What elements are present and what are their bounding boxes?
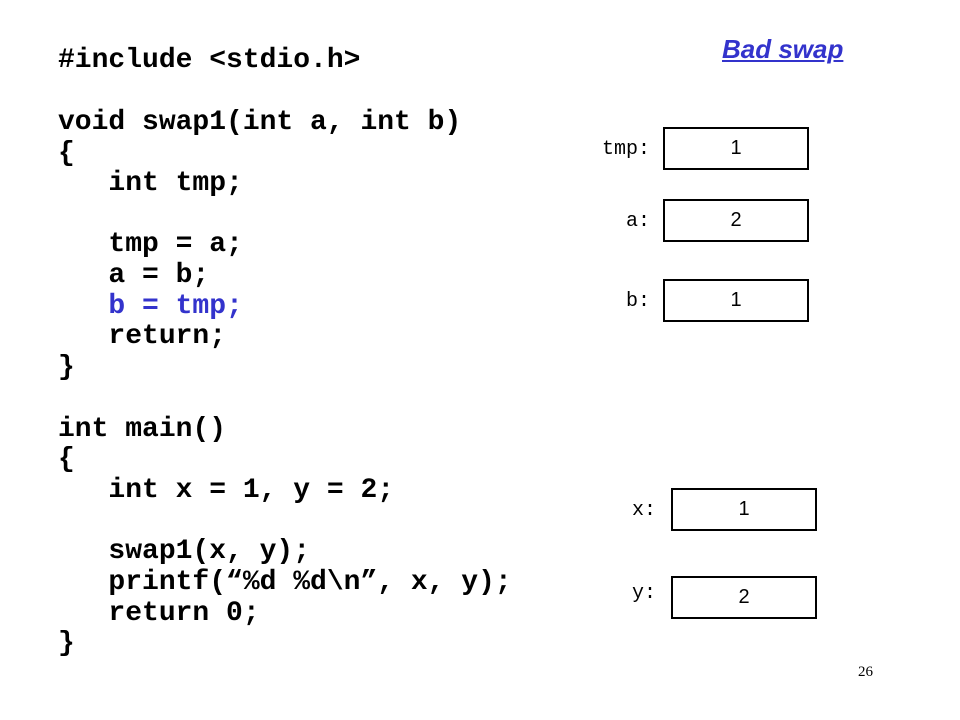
code-line: swap1(x, y); xyxy=(58,536,311,567)
page-number: 26 xyxy=(858,664,873,680)
slide-title: Bad swap xyxy=(722,34,844,64)
code-line: { xyxy=(58,444,75,475)
variable-value-box: 2 xyxy=(671,576,817,619)
variable-value-box: 1 xyxy=(663,127,809,170)
variable-label: tmp: xyxy=(601,138,650,161)
code-line: int main() xyxy=(58,414,227,445)
code-line-highlighted: b = tmp; xyxy=(58,291,243,322)
code-line: } xyxy=(58,628,75,659)
variable-label: y: xyxy=(631,582,656,605)
code-line: tmp = a; xyxy=(58,229,243,260)
code-line: void swap1(int a, int b) xyxy=(58,107,462,138)
variable-label: a: xyxy=(625,210,650,233)
code-line: #include <stdio.h> xyxy=(58,45,361,76)
variable-value-box: 1 xyxy=(663,279,809,322)
variable-label: b: xyxy=(625,290,650,313)
code-line: { xyxy=(58,138,75,169)
variable-value-box: 2 xyxy=(663,199,809,242)
variable-label: x: xyxy=(631,499,656,522)
code-line: printf(“%d %d\n”, x, y); xyxy=(58,567,512,598)
code-line: int x = 1, y = 2; xyxy=(58,475,395,506)
code-line: a = b; xyxy=(58,260,210,291)
variable-value-box: 1 xyxy=(671,488,817,531)
code-line: return 0; xyxy=(58,598,260,629)
code-line: int tmp; xyxy=(58,168,243,199)
code-line: return; xyxy=(58,321,227,352)
code-line: } xyxy=(58,352,75,383)
